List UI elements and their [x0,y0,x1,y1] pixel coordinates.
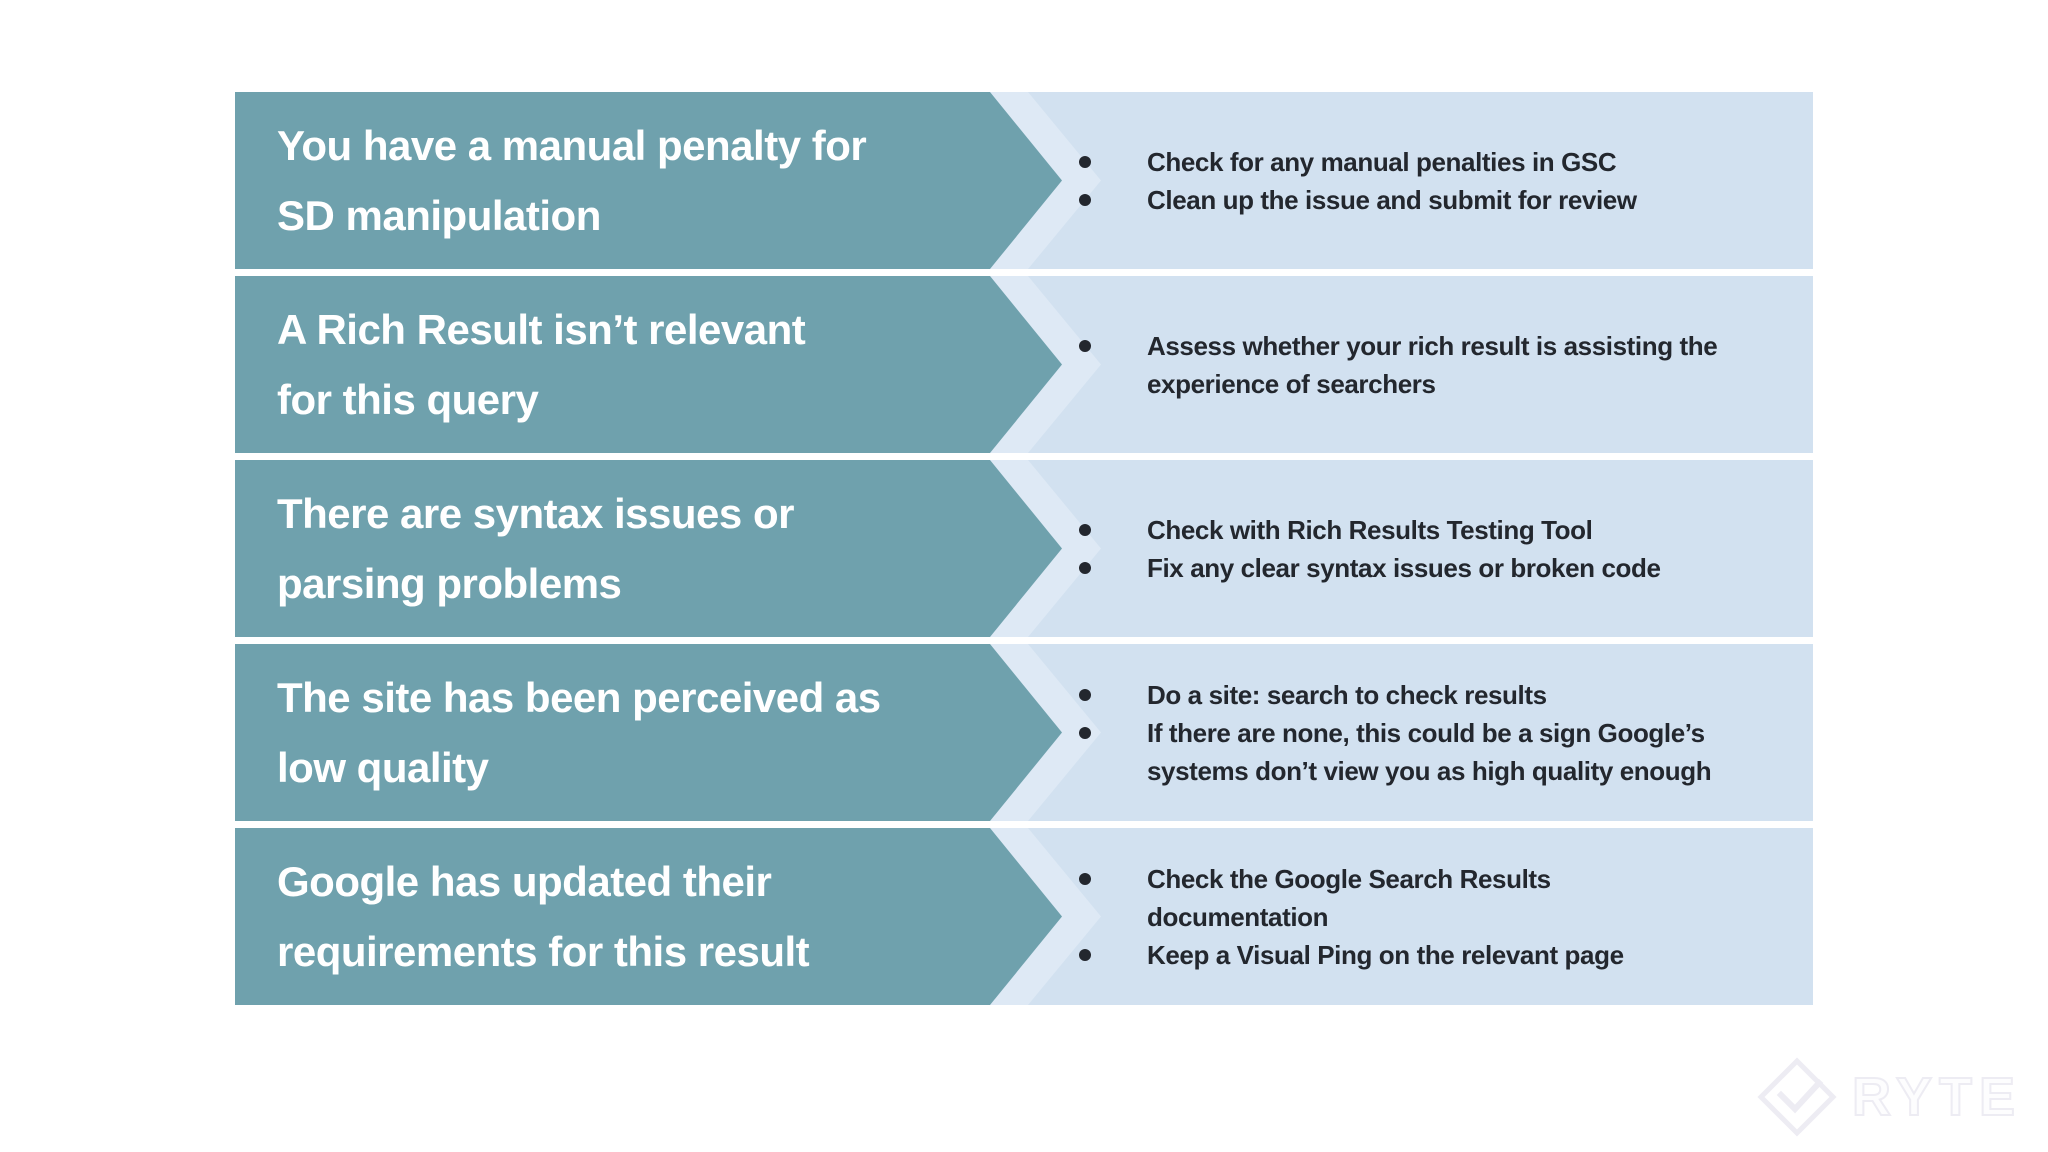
bullet-dot [1079,523,1091,536]
action-text: Check with Rich Results Testing Tool [1147,514,1593,545]
bullet-dot [1079,339,1091,352]
bullet-dot [1079,193,1091,206]
list-item: Fix any clear syntax issues or broken co… [1079,549,1799,587]
action-text: Keep a Visual Ping on the relevant page [1147,939,1624,970]
action-text: Check for any manual penalties in GSC [1147,146,1617,177]
ryte-brand-text: RYTE [1851,1066,2022,1128]
action-text: Do a site: search to check results [1147,679,1547,710]
bullet-dot [1079,155,1091,168]
actions-list: Check for any manual penalties in GSC Cl… [1079,92,1799,269]
cause-title: Google has updated their requirements fo… [277,857,810,975]
ryte-diamond-check-icon [1757,1057,1837,1137]
list-item: Assess whether your rich result is assis… [1079,327,1799,403]
bullet-dot [1079,561,1091,574]
list-item: Check with Rich Results Testing Tool [1079,511,1799,549]
action-text: If there are none, this could be a sign … [1147,717,1712,786]
bullet-dot [1079,948,1091,961]
cause-arrow: A Rich Result isn’t relevant for this qu… [235,276,1062,453]
actions-list: Assess whether your rich result is assis… [1079,276,1799,453]
bullet-dot [1079,872,1091,885]
ryte-watermark: RYTE [1756,1056,2022,1138]
action-text: Fix any clear syntax issues or broken co… [1147,552,1661,583]
list-item: Check the Google Search Results document… [1079,860,1799,936]
actions-list: Do a site: search to check results If th… [1079,644,1799,821]
list-item: If there are none, this could be a sign … [1079,714,1799,790]
action-text: Assess whether your rich result is assis… [1147,330,1718,399]
action-text: Check the Google Search Results document… [1147,863,1551,932]
cause-title: You have a manual penalty for SD manipul… [277,121,867,239]
cause-title: There are syntax issues or parsing probl… [277,489,794,607]
cause-title: The site has been perceived as low quali… [277,673,881,791]
bullet-dot [1079,688,1091,701]
causes-actions-table: You have a manual penalty for SD manipul… [235,92,1813,1005]
actions-list: Check the Google Search Results document… [1079,828,1799,1005]
cause-title: A Rich Result isn’t relevant for this qu… [277,305,806,423]
table-row: A Rich Result isn’t relevant for this qu… [235,276,1813,453]
cause-arrow: Google has updated their requirements fo… [235,828,1062,1005]
table-row: There are syntax issues or parsing probl… [235,460,1813,637]
list-item: Check for any manual penalties in GSC [1079,143,1799,181]
cause-arrow: There are syntax issues or parsing probl… [235,460,1062,637]
actions-list: Check with Rich Results Testing Tool Fix… [1079,460,1799,637]
list-item: Keep a Visual Ping on the relevant page [1079,936,1799,974]
cause-arrow: You have a manual penalty for SD manipul… [235,92,1062,269]
table-row: You have a manual penalty for SD manipul… [235,92,1813,269]
bullet-dot [1079,726,1091,739]
cause-arrow: The site has been perceived as low quali… [235,644,1062,821]
list-item: Clean up the issue and submit for review [1079,181,1799,219]
action-text: Clean up the issue and submit for review [1147,184,1637,215]
table-row: The site has been perceived as low quali… [235,644,1813,821]
list-item: Do a site: search to check results [1079,676,1799,714]
table-row: Google has updated their requirements fo… [235,828,1813,1005]
